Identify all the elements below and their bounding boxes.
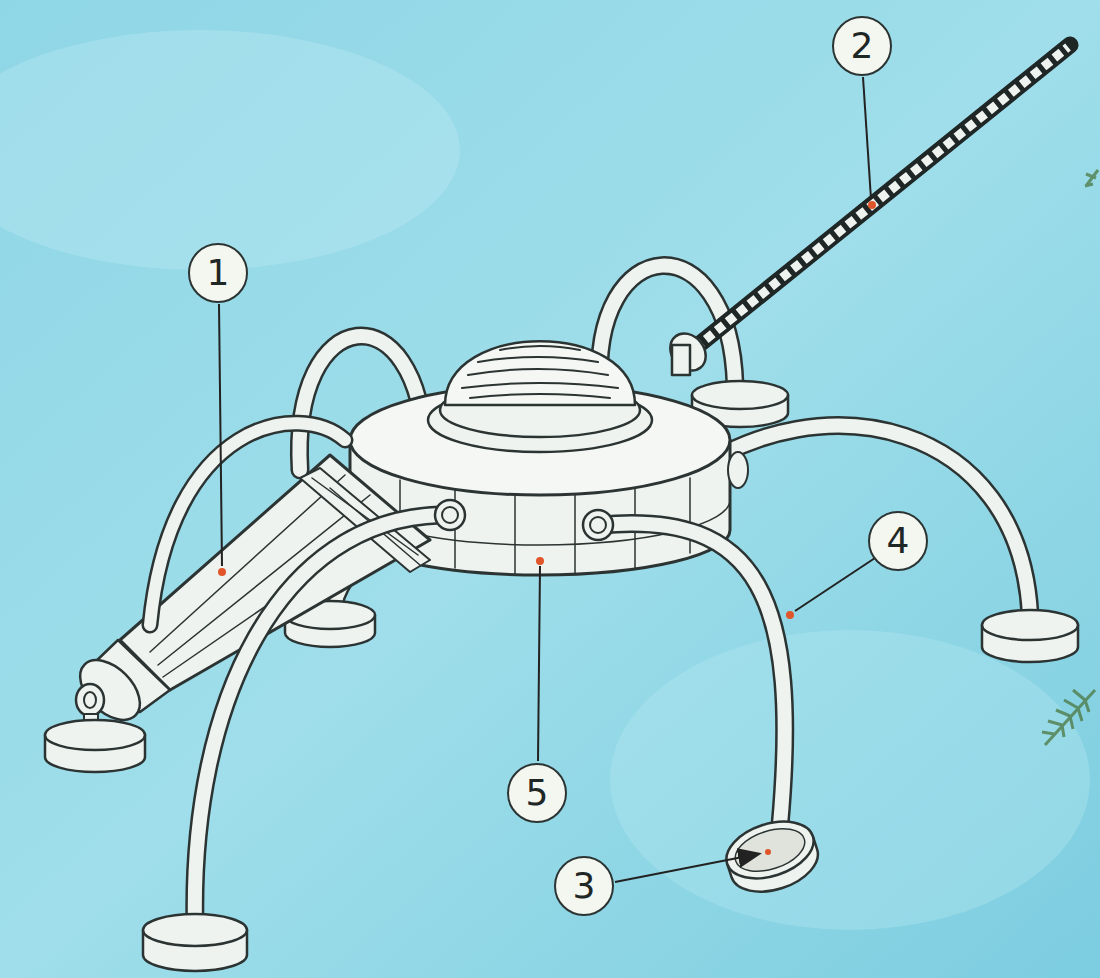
callout-text: 4	[887, 523, 910, 559]
callout-number: 5	[507, 763, 567, 823]
callout-number: 4	[868, 511, 928, 571]
callout-text: 5	[526, 775, 549, 811]
callout-number: 3	[554, 856, 614, 916]
leader-line	[219, 77, 875, 882]
leader-dot	[218, 201, 876, 855]
callout-number: 2	[832, 16, 892, 76]
callout-text: 3	[573, 868, 596, 904]
callout-text: 2	[851, 28, 874, 64]
callout-text: 1	[207, 255, 230, 291]
callout-number: 1	[188, 243, 248, 303]
